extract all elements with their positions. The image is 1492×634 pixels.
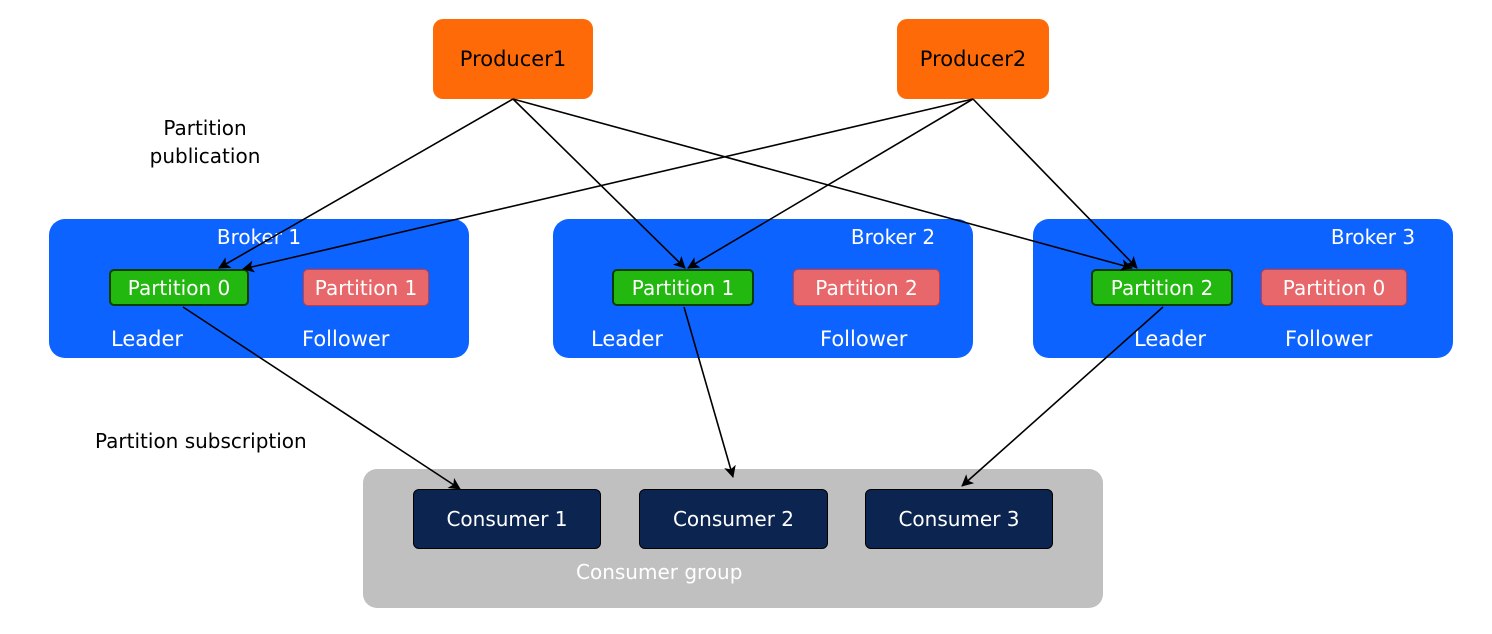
partition-subscription-note: Partition subscription [95,429,307,453]
broker-2-follower-label: Follower [820,327,908,351]
consumer-3: Consumer 3 [865,489,1053,549]
broker-3-follower-partition: Partition 0 [1261,269,1407,306]
broker-3-leader-label: Leader [1134,327,1207,351]
broker-2-follower-partition: Partition 2 [793,269,940,306]
broker-1-follower-label: Follower [302,327,390,351]
producer-2: Producer2 [897,19,1049,99]
broker-3: Broker 3 Partition 2 Partition 0 Leader … [1033,219,1453,358]
arrow-producer1-to-partition1 [512,98,686,269]
consumer-1: Consumer 1 [413,489,601,549]
consumer-group: Consumer 1 Consumer 2 Consumer 3 Consume… [363,469,1103,608]
broker-2-title: Broker 2 [850,225,936,249]
broker-3-follower-label: Follower [1285,327,1373,351]
arrow-producer2-to-partition0 [242,98,974,273]
publication-line-1: Partition [163,116,247,140]
publication-line-2: publication [149,144,261,168]
broker-2-leader-label: Leader [591,327,664,351]
consumer-2: Consumer 2 [639,489,828,549]
broker-3-leader-partition: Partition 2 [1091,269,1233,306]
arrow-producer1-to-partition0 [218,98,514,269]
producer-1: Producer1 [433,19,593,99]
partition-publication-note: Partition publication [140,114,270,170]
arrow-producer1-to-partition2 [512,98,1133,271]
broker-1-leader-partition: Partition 0 [109,269,249,306]
arrow-producer2-to-partition2 [972,98,1138,269]
arrow-partition1-to-consumer2 [683,306,736,478]
arrow-producer2-to-partition1 [687,98,974,269]
consumer-group-label: Consumer group [576,560,743,584]
broker-1-leader-label: Leader [111,327,184,351]
arrow-partition2-to-consumer3 [961,306,1164,487]
broker-3-title: Broker 3 [1330,225,1416,249]
producer-1-label: Producer1 [459,47,567,71]
broker-2-leader-partition: Partition 1 [612,269,754,306]
producer-2-label: Producer2 [919,47,1027,71]
arrow-partition0-to-consumer1 [182,306,461,490]
broker-2: Broker 2 Partition 1 Partition 2 Leader … [553,219,973,358]
broker-1-follower-partition: Partition 1 [303,269,429,306]
